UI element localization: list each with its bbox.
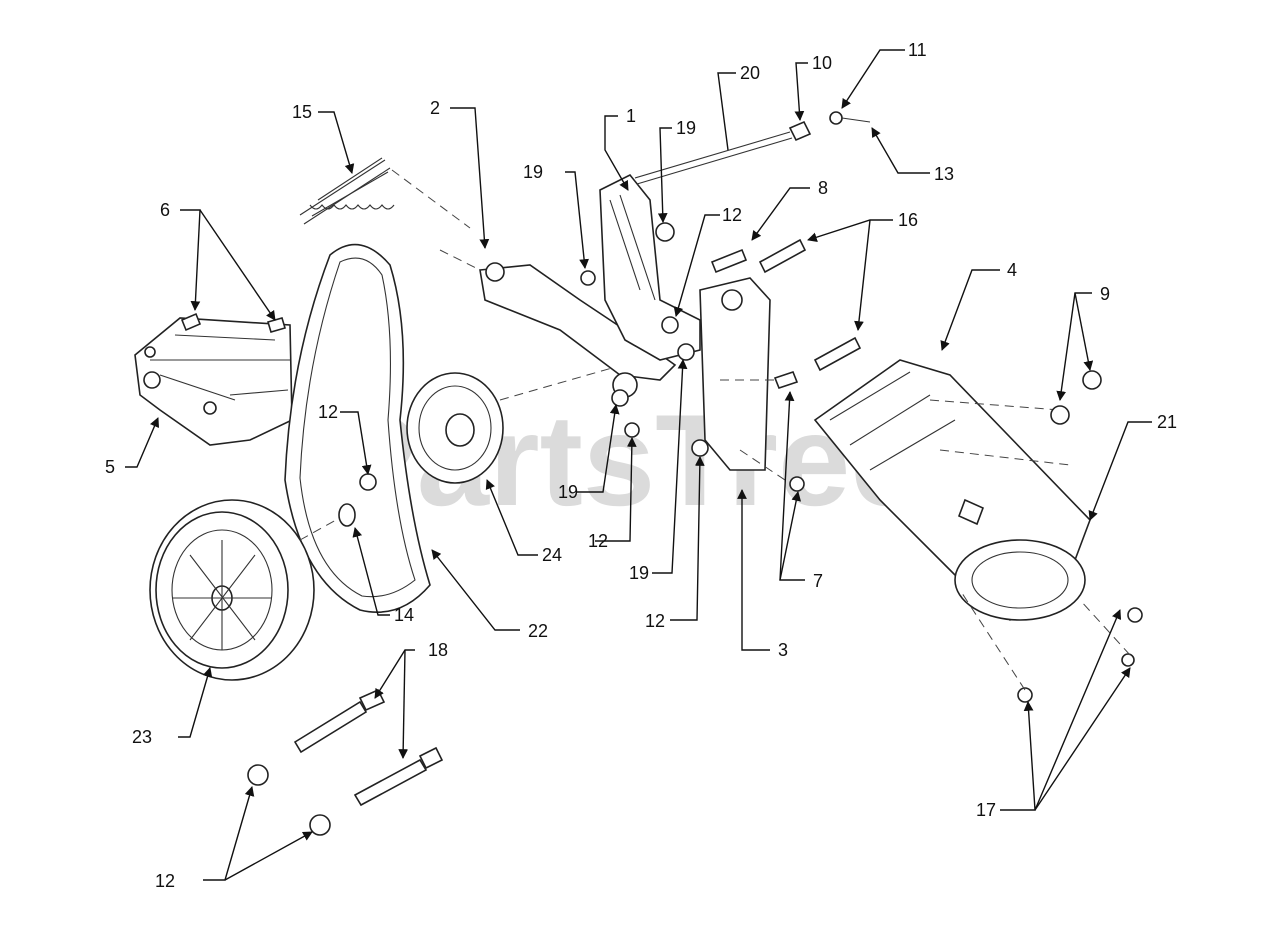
callout-5: 5 [105, 457, 115, 477]
callout-8: 8 [818, 178, 828, 198]
callout-4: 4 [1007, 260, 1017, 280]
callout-22: 22 [528, 621, 548, 641]
part-belt [284, 243, 431, 613]
callout-12-upper-nut: 12 [722, 205, 742, 225]
callout-13: 13 [934, 164, 954, 184]
part-gearbox [813, 359, 1091, 621]
part-bracket-left [134, 312, 293, 446]
callout-12-plate-nut: 12 [645, 611, 665, 631]
callout-2: 2 [430, 98, 440, 118]
part-drive-pulley [149, 499, 346, 681]
callout-11: 11 [908, 40, 927, 60]
part-bolts-upper [710, 238, 862, 389]
callout-9: 9 [1100, 284, 1110, 304]
callout-16: 16 [898, 210, 918, 230]
callout-15: 15 [292, 102, 312, 122]
callout-20: 20 [740, 63, 760, 83]
leader-lines [125, 49, 1152, 881]
callout-19-lower: 19 [558, 482, 578, 502]
callout-3: 3 [778, 640, 788, 660]
callout-19-bottom: 19 [629, 563, 649, 583]
part-spring [299, 157, 471, 229]
callout-23: 23 [132, 727, 152, 747]
callout-12-belt-nut: 12 [318, 402, 338, 422]
callout-6: 6 [160, 200, 170, 220]
callout-21: 21 [1157, 412, 1177, 432]
part-pivot-arm [439, 249, 677, 398]
callout-18: 18 [428, 640, 448, 660]
callout-1: 1 [626, 106, 636, 126]
callout-19-top: 19 [676, 118, 696, 138]
part-long-bolts [293, 589, 1131, 807]
part-rod [634, 111, 871, 185]
part-nuts-and-fasteners [247, 316, 1143, 836]
callout-14: 14 [394, 605, 414, 625]
callout-7: 7 [813, 571, 823, 591]
part-idler-pulley [406, 359, 641, 484]
callout-labels: 1 2 3 4 5 6 7 8 9 10 11 12 12 12 12 12 1… [105, 40, 1177, 891]
callout-10: 10 [812, 53, 832, 73]
callout-12-bottom-nuts: 12 [155, 871, 175, 891]
part-center-plate [699, 277, 801, 491]
callout-19-left: 19 [523, 162, 543, 182]
callout-17: 17 [976, 800, 996, 820]
callout-24: 24 [542, 545, 562, 565]
callout-12-arm-nut: 12 [588, 531, 608, 551]
